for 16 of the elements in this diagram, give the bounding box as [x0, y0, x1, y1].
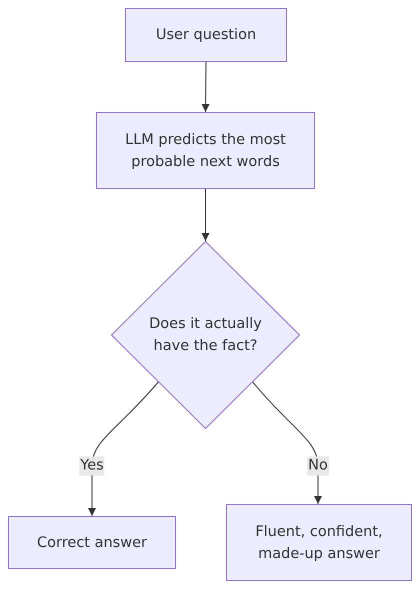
edge-label: No — [307, 456, 329, 476]
node-text: LLM predicts the most probable next words — [124, 130, 287, 172]
process-box — [96, 112, 315, 189]
arrow — [88, 382, 159, 516]
node-text: Correct answer — [37, 534, 147, 552]
node-text: User question — [156, 26, 256, 45]
process-box — [226, 504, 412, 581]
arrow — [252, 382, 322, 504]
node-text: Fluent, confident, made-up answer — [254, 522, 384, 564]
arrow — [202, 62, 210, 112]
process-box — [125, 8, 287, 62]
arrow — [202, 188, 210, 242]
edge-label: Yes — [79, 456, 105, 476]
process-box — [8, 516, 176, 569]
node-text: Does it actually have the fact? — [148, 315, 263, 356]
decision-diamond — [111, 241, 300, 429]
